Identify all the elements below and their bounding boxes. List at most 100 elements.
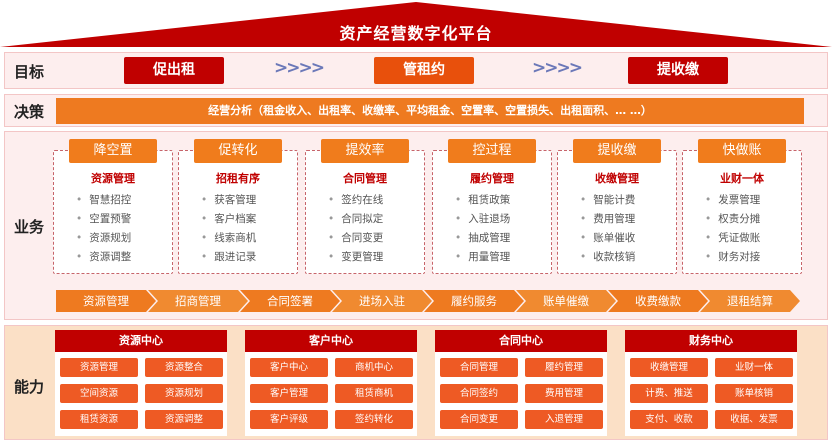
goal-box-3: 提收缴 xyxy=(628,57,728,84)
flow-step: 账单催缴 xyxy=(516,290,616,312)
card-item-list: 租赁政策入驻退场抽成管理用量管理 xyxy=(455,191,510,267)
card-header: 促转化 xyxy=(194,139,282,163)
card-item: 变更管理 xyxy=(328,248,383,267)
card-item: 费用管理 xyxy=(580,210,635,229)
flow-step: 进场入驻 xyxy=(332,290,432,312)
capability-item: 资源管理 xyxy=(60,358,138,377)
flow-step: 资源管理 xyxy=(56,290,156,312)
capability-item: 资源调整 xyxy=(145,410,223,429)
capability-item: 商机中心 xyxy=(335,358,413,377)
business-card: 业财一体发票管理权责分摊凭证做账财务对接 xyxy=(682,150,802,274)
capability-group-title: 资源中心 xyxy=(55,330,227,352)
capability-item: 支付、收款 xyxy=(630,410,708,429)
card-header: 快做账 xyxy=(698,139,786,163)
flow-step: 履约服务 xyxy=(424,290,524,312)
capability-item: 费用管理 xyxy=(525,384,603,403)
card-item-list: 签约在线合同拟定合同变更变更管理 xyxy=(328,191,383,267)
card-item: 智慧招控 xyxy=(76,191,131,210)
card-item-list: 智慧招控空置预警资源规划资源调整 xyxy=(76,191,131,267)
capability-item: 入退管理 xyxy=(525,410,603,429)
capability-item: 合同管理 xyxy=(440,358,518,377)
card-item: 线索商机 xyxy=(201,229,256,248)
flow-step: 合同签署 xyxy=(240,290,340,312)
capability-item: 客户评级 xyxy=(250,410,328,429)
capability-group-title: 合同中心 xyxy=(435,330,607,352)
card-item: 租赁政策 xyxy=(455,191,510,210)
capability-group: 合同中心合同管理履约管理合同签约费用管理合同变更入退管理 xyxy=(435,330,607,436)
card-item: 智能计费 xyxy=(580,191,635,210)
card-item-list: 发票管理权责分摊凭证做账财务对接 xyxy=(705,191,760,267)
flow-step: 招商管理 xyxy=(148,290,248,312)
capability-group-title: 财务中心 xyxy=(625,330,797,352)
capability-item: 账单核销 xyxy=(715,384,793,403)
chevron-arrows-icon: >>>> xyxy=(274,58,325,78)
capability-item: 合同签约 xyxy=(440,384,518,403)
card-item: 资源规划 xyxy=(76,229,131,248)
platform-title: 资产经营数字化平台 xyxy=(339,24,493,43)
chevron-arrows-icon: >>>> xyxy=(532,58,583,78)
capability-item: 签约转化 xyxy=(335,410,413,429)
card-item: 签约在线 xyxy=(328,191,383,210)
card-item: 财务对接 xyxy=(705,248,760,267)
capability-item: 租赁商机 xyxy=(335,384,413,403)
business-card: 合同管理签约在线合同拟定合同变更变更管理 xyxy=(305,150,425,274)
card-header: 控过程 xyxy=(448,139,536,163)
card-header: 提收缴 xyxy=(573,139,661,163)
process-flow: 资源管理招商管理合同签署进场入驻履约服务账单催缴收费缴款退租结算 xyxy=(56,290,792,312)
capability-group: 客户中心客户中心商机中心客户管理租赁商机客户评级签约转化 xyxy=(245,330,417,436)
card-item: 收款核销 xyxy=(580,248,635,267)
card-item: 账单催收 xyxy=(580,229,635,248)
card-item: 客户档案 xyxy=(201,210,256,229)
business-card: 资源管理智慧招控空置预警资源规划资源调整 xyxy=(53,150,173,274)
card-header: 降空置 xyxy=(69,139,157,163)
card-header: 提效率 xyxy=(321,139,409,163)
card-item-list: 获客管理客户档案线索商机跟进记录 xyxy=(201,191,256,267)
capability-item: 合同变更 xyxy=(440,410,518,429)
row-label-capability: 能力 xyxy=(13,378,44,396)
card-item: 合同变更 xyxy=(328,229,383,248)
card-item-list: 智能计费费用管理账单催收收款核销 xyxy=(580,191,635,267)
card-title: 收缴管理 xyxy=(595,172,639,185)
card-item: 资源调整 xyxy=(76,248,131,267)
capability-item: 资源整合 xyxy=(145,358,223,377)
decision-bar: 经营分析（租金收入、出租率、收缴率、平均租金、空置率、空置损失、出租面积、… …… xyxy=(56,98,804,124)
goal-box-2: 管租约 xyxy=(374,57,474,84)
capability-item: 客户管理 xyxy=(250,384,328,403)
capability-item: 资源规划 xyxy=(145,384,223,403)
capability-item: 空间资源 xyxy=(60,384,138,403)
card-title: 资源管理 xyxy=(91,172,135,185)
business-card: 履约管理租赁政策入驻退场抽成管理用量管理 xyxy=(432,150,552,274)
capability-item: 客户中心 xyxy=(250,358,328,377)
card-item: 合同拟定 xyxy=(328,210,383,229)
roof-banner xyxy=(0,2,832,47)
card-item: 跟进记录 xyxy=(201,248,256,267)
capability-item: 业财一体 xyxy=(715,358,793,377)
capability-group-title: 客户中心 xyxy=(245,330,417,352)
business-card: 招租有序获客管理客户档案线索商机跟进记录 xyxy=(178,150,298,274)
flow-step: 收费缴款 xyxy=(608,290,708,312)
card-item: 凭证做账 xyxy=(705,229,760,248)
card-title: 招租有序 xyxy=(216,172,260,185)
card-item: 抽成管理 xyxy=(455,229,510,248)
flow-step: 退租结算 xyxy=(700,290,800,312)
row-label-decision: 决策 xyxy=(13,103,44,121)
capability-item: 计费、推送 xyxy=(630,384,708,403)
capability-group: 财务中心收缴管理业财一体计费、推送账单核销支付、收款收据、发票 xyxy=(625,330,797,436)
card-title: 业财一体 xyxy=(720,172,764,185)
card-item: 获客管理 xyxy=(201,191,256,210)
business-card: 收缴管理智能计费费用管理账单催收收款核销 xyxy=(557,150,677,274)
capability-item: 收据、发票 xyxy=(715,410,793,429)
card-item: 发票管理 xyxy=(705,191,760,210)
goal-box-1: 促出租 xyxy=(124,57,224,84)
card-item: 入驻退场 xyxy=(455,210,510,229)
card-item: 空置预警 xyxy=(76,210,131,229)
card-item: 权责分摊 xyxy=(705,210,760,229)
card-item: 用量管理 xyxy=(455,248,510,267)
card-title: 履约管理 xyxy=(470,172,514,185)
row-label-business: 业务 xyxy=(13,218,44,236)
card-title: 合同管理 xyxy=(343,172,387,185)
capability-item: 履约管理 xyxy=(525,358,603,377)
capability-item: 租赁资源 xyxy=(60,410,138,429)
capability-item: 收缴管理 xyxy=(630,358,708,377)
row-label-goal: 目标 xyxy=(13,63,44,81)
